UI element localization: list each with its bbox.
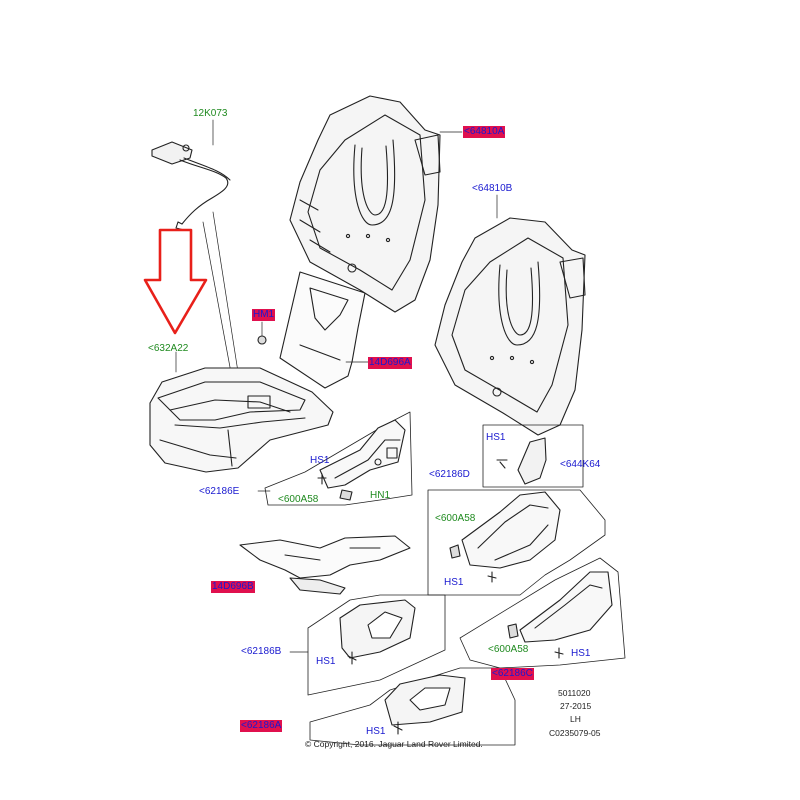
label-hs1-a: HS1 [310,455,330,466]
label-64810a: <64810A [463,126,506,138]
trim-panel-b [339,599,416,665]
label-64810b: <64810B [472,183,513,194]
label-644k64: <644K64 [560,459,601,470]
copyright-text: © Copyright, 2016. Jaguar Land Rover Lim… [305,739,483,749]
label-hs1-e: HS1 [571,648,591,659]
label-632a22: <632A22 [148,343,189,354]
group-box-62186a [309,667,516,746]
label-62186b: <62186B [241,646,282,657]
bracket-644k64 [496,437,547,485]
group-box-644k64 [482,424,584,488]
label-14d696a: 14D696A [368,357,412,369]
label-62186a: <62186A [240,720,283,732]
label-12k073: 12K073 [193,108,228,119]
heater-mat-back [279,271,366,389]
group-box-62186d [427,489,606,596]
footer-ref1: 5011020 [558,688,591,698]
seat-cushion [149,367,334,473]
footer-code: C0235079-05 [549,728,601,738]
seat-back-upper [289,95,441,313]
trim-panel-a [384,674,466,735]
label-hn1: HN1 [370,490,391,501]
group-box-62186e [264,411,413,506]
label-62186d: <62186D [429,469,470,480]
label-hs1-d: HS1 [316,656,336,667]
label-14d696b: 14D696B [211,581,255,593]
wiring-harness [151,141,231,231]
side-trim-d [449,491,561,583]
group-box-62186b [307,594,446,696]
seat-back-lower [434,217,586,436]
label-600a58-c: <600A58 [488,644,529,655]
label-hm1: HM1 [252,309,276,321]
label-62186c: <62186C [491,668,534,680]
footer-ref2: 27-2015 [560,701,592,711]
group-box-62186c [459,557,626,669]
side-trim-e [317,419,406,501]
label-600a58-b: <600A58 [435,513,476,524]
footer-side: LH [570,714,581,724]
red-down-arrow [143,228,208,335]
label-62186e: <62186E [199,486,240,497]
label-hs1-f: HS1 [366,726,386,737]
label-hs1-b: HS1 [486,432,506,443]
heater-mat-cushion [239,535,411,595]
label-600a58-a: <600A58 [278,494,319,505]
label-hs1-c: HS1 [444,577,464,588]
side-trim-c [507,571,613,659]
